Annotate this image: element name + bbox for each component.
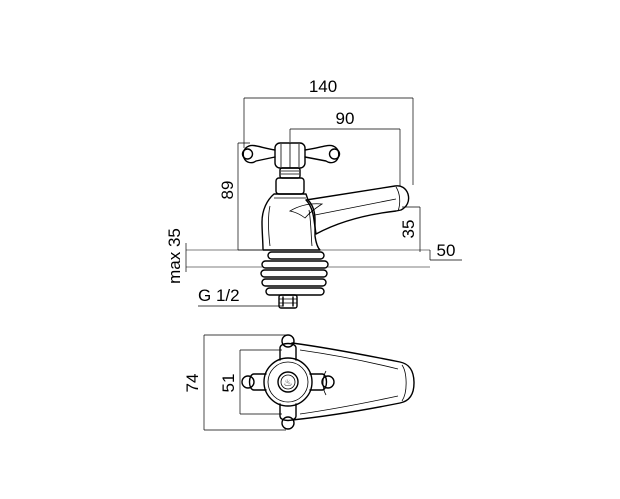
- thread-shank: [278, 294, 298, 309]
- plan-spout: [291, 342, 415, 421]
- plan-cross-handle: ♨: [241, 334, 335, 430]
- side-view: [241, 142, 410, 309]
- thread-label: G 1/2: [198, 286, 240, 305]
- dim-90-label: 90: [336, 109, 355, 128]
- dim-140-label: 140: [309, 77, 337, 96]
- spout: [305, 185, 410, 235]
- plan-dimensions: 74 51: [183, 334, 286, 431]
- cross-handle: [241, 142, 341, 179]
- mounting-ribs: [260, 251, 329, 296]
- hot-cold-index-icon: ♨: [284, 378, 293, 389]
- dim-max35-label: max 35: [165, 228, 184, 284]
- plan-view: ♨: [241, 334, 415, 430]
- dim-50-label: 50: [437, 241, 456, 260]
- dim-89-label: 89: [218, 181, 237, 200]
- dim-51-label: 51: [219, 374, 238, 393]
- stem: [275, 177, 305, 195]
- side-dimensions: 140 90 89 35 50 max 35 G 1/2: [165, 77, 462, 307]
- dim-35-label: 35: [399, 220, 418, 239]
- dim-74-label: 74: [183, 374, 202, 393]
